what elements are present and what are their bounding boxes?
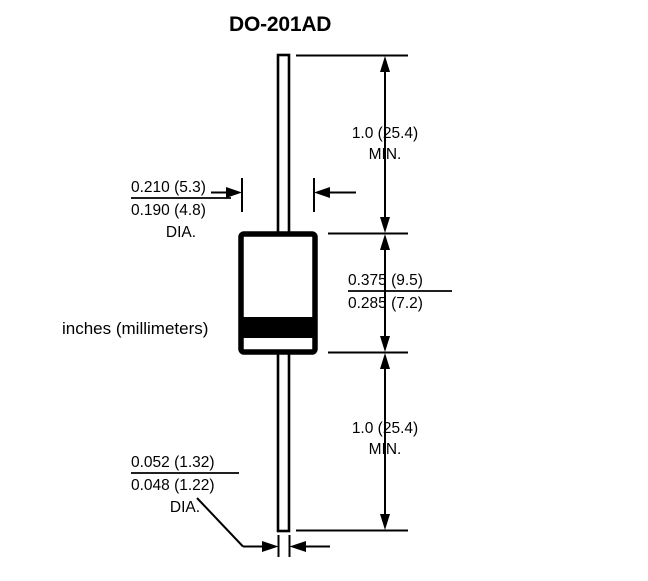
arrowhead-down: [380, 234, 390, 250]
arrowhead-left: [289, 541, 306, 552]
lead-wire-bottom: [276, 348, 291, 533]
units-note: inches (millimeters): [62, 319, 208, 338]
arrowhead-right: [226, 187, 242, 198]
dimension-lead-length-top: 1.0 (25.4) MIN.: [296, 54, 418, 235]
diode-body: [238, 231, 318, 355]
arrowhead-right: [262, 541, 279, 552]
dimension-label-body-length-min: 0.285 (7.2): [348, 295, 423, 312]
dimension-label-lead-diameter-min: 0.048 (1.22): [131, 477, 215, 494]
leader-line: [196, 497, 244, 548]
dimension-label-body-diameter-max: 0.210 (5.3): [131, 179, 206, 196]
arrowhead-up: [380, 336, 390, 352]
arrowhead-down: [380, 514, 390, 530]
dimension-label-body-diameter-note: DIA.: [166, 224, 196, 241]
arrowhead-up: [380, 353, 390, 369]
dimension-label-lead-diameter-max: 0.052 (1.32): [131, 454, 215, 471]
dimension-body-length: 0.375 (9.5) 0.285 (7.2): [328, 234, 452, 354]
dimension-label-lead-diameter-note: DIA.: [170, 499, 200, 516]
cathode-band: [243, 317, 313, 338]
dimension-label-lead-length-bottom-line2: MIN.: [369, 441, 402, 458]
dimension-label-body-length-max: 0.375 (9.5): [348, 272, 423, 289]
arrowhead-down: [380, 217, 390, 233]
drawing-title: DO-201AD: [229, 13, 331, 36]
dimension-lead-diameter: 0.052 (1.32) 0.048 (1.22) DIA.: [131, 454, 330, 557]
dimension-label-lead-length-top-line1: 1.0 (25.4): [352, 125, 418, 142]
lead-wire-top: [276, 53, 291, 238]
dimension-lead-length-bottom: 1.0 (25.4) MIN.: [296, 353, 418, 532]
arrowhead-up: [380, 56, 390, 72]
dimension-label-body-diameter-min: 0.190 (4.8): [131, 202, 206, 219]
arrowhead-left: [314, 187, 330, 198]
dimension-label-lead-length-bottom-line1: 1.0 (25.4): [352, 420, 418, 437]
dimension-body-diameter: 0.210 (5.3) 0.190 (4.8) DIA.: [131, 178, 356, 241]
dimension-label-lead-length-top-line2: MIN.: [369, 146, 402, 163]
